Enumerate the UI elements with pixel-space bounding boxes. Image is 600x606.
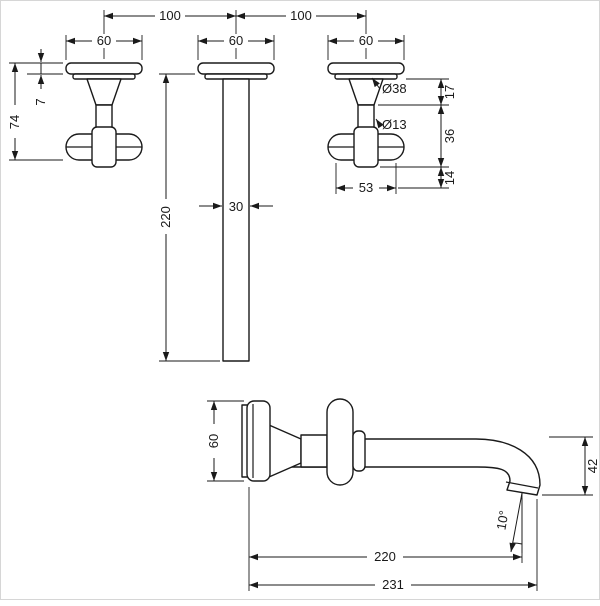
- dim-label-left-width: 60: [97, 33, 111, 48]
- right-escutcheon-base: [334, 73, 398, 80]
- left-escutcheon-base: [72, 73, 136, 80]
- side-view: 60 42 10° 220 231: [205, 398, 600, 592]
- dim-label-right-width: 60: [359, 33, 373, 48]
- dim-label-hole-spacing-right: 100: [290, 8, 312, 23]
- dim-label-plate-height: 60: [206, 434, 221, 448]
- right-escutcheon: [327, 62, 405, 75]
- dim-label-spout-length: 220: [158, 206, 173, 228]
- dim-label-outlet-angle: 10°: [493, 509, 511, 531]
- right-cross-hub: [353, 126, 379, 168]
- dim-hole-spacing: 100 100: [103, 8, 367, 59]
- dim-outlet-angle: 10°: [493, 492, 523, 553]
- dim-label-14: 14: [442, 171, 457, 185]
- spout-front: [197, 62, 275, 362]
- cross-bar-side: [326, 398, 354, 486]
- dim-plate-height: 60: [205, 400, 244, 482]
- dim-label-spout-plate-width: 60: [229, 33, 243, 48]
- spout-shaft: [222, 78, 250, 362]
- dim-spout-front: 220 30: [158, 73, 273, 362]
- dim-label-hole-spacing-left: 100: [159, 8, 181, 23]
- left-handle-cone: [86, 78, 122, 106]
- handle-neck-side: [300, 434, 328, 468]
- escutcheon-side: [241, 400, 271, 482]
- handle-side: [268, 398, 366, 486]
- dim-label-total-reach: 231: [382, 577, 404, 592]
- dim-reach: 220 231: [248, 487, 538, 592]
- dim-label-spout-width: 30: [229, 199, 243, 214]
- dim-right-handle: Ø38 Ø13 17 36 14 53: [335, 77, 457, 195]
- dim-label-17: 17: [442, 85, 457, 99]
- dim-escutcheon-widths: 60 60 60: [65, 33, 405, 60]
- dim-label-stem-diameter: Ø13: [382, 117, 407, 132]
- left-handle-front: [65, 62, 143, 168]
- dim-label-plate-thickness: 7: [33, 98, 48, 105]
- left-cross-hub: [91, 126, 117, 168]
- dim-label-handle-projection: 74: [7, 115, 22, 129]
- left-escutcheon: [65, 62, 143, 75]
- dim-label-36: 36: [442, 129, 457, 143]
- right-handle-cone: [348, 78, 384, 106]
- spout-escutcheon-base: [204, 73, 268, 80]
- cross-hub-side: [352, 430, 366, 472]
- right-handle-front: [327, 62, 405, 168]
- dim-label-outlet-drop: 42: [585, 459, 600, 473]
- dim-outlet-drop: 42: [542, 436, 600, 496]
- dim-label-handle-length: 53: [359, 180, 373, 195]
- spout-escutcheon: [197, 62, 275, 75]
- dim-label-plate-diameter: Ø38: [382, 81, 407, 96]
- dim-left-side: 74 7: [7, 49, 63, 161]
- front-view: 100 100 60 60 60: [7, 8, 457, 362]
- dim-label-spout-reach: 220: [374, 549, 396, 564]
- aerator-line: [505, 481, 539, 489]
- handle-cone-side: [268, 424, 302, 478]
- escutcheon-plate: [246, 400, 271, 482]
